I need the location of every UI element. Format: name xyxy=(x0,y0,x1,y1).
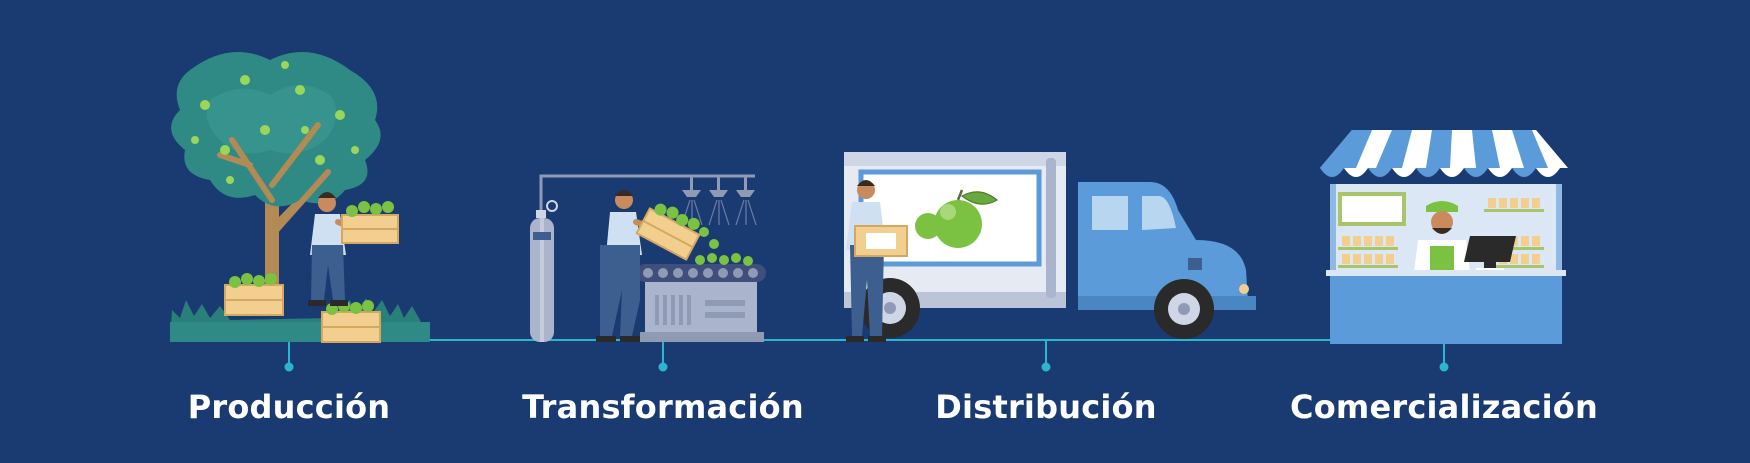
tree-icon xyxy=(171,52,381,310)
timeline xyxy=(170,339,1449,372)
stage-label-distribucion: Distribución xyxy=(935,388,1157,426)
market-stall-icon xyxy=(1320,130,1568,344)
sprinkler-icon xyxy=(682,176,755,197)
comercializacion-illustration xyxy=(1320,130,1568,344)
timeline-dot-distribucion xyxy=(1041,362,1051,372)
crate-icon xyxy=(224,273,284,316)
timeline-dot-comercializacion xyxy=(1439,362,1449,372)
conveyor-machine-icon xyxy=(636,227,766,342)
worker-icon xyxy=(846,180,908,342)
timeline-dot-produccion xyxy=(284,362,294,372)
gas-cylinder-icon xyxy=(530,200,558,342)
timeline-dot-transformacion xyxy=(658,362,668,372)
vendor-icon xyxy=(1414,201,1470,272)
stage-label-produccion: Producción xyxy=(187,388,391,426)
transformacion-illustration xyxy=(530,174,766,342)
stage-label-transformacion: Transformación xyxy=(522,388,804,426)
crate-icon xyxy=(321,300,381,343)
produccion-illustration xyxy=(170,52,430,343)
apple-icon xyxy=(915,189,999,248)
worker-icon xyxy=(596,190,701,342)
truck-icon xyxy=(844,152,1256,339)
worker-icon xyxy=(308,192,399,306)
stage-label-comercializacion: Comercialización xyxy=(1290,388,1598,426)
distribucion-illustration xyxy=(844,152,1256,342)
